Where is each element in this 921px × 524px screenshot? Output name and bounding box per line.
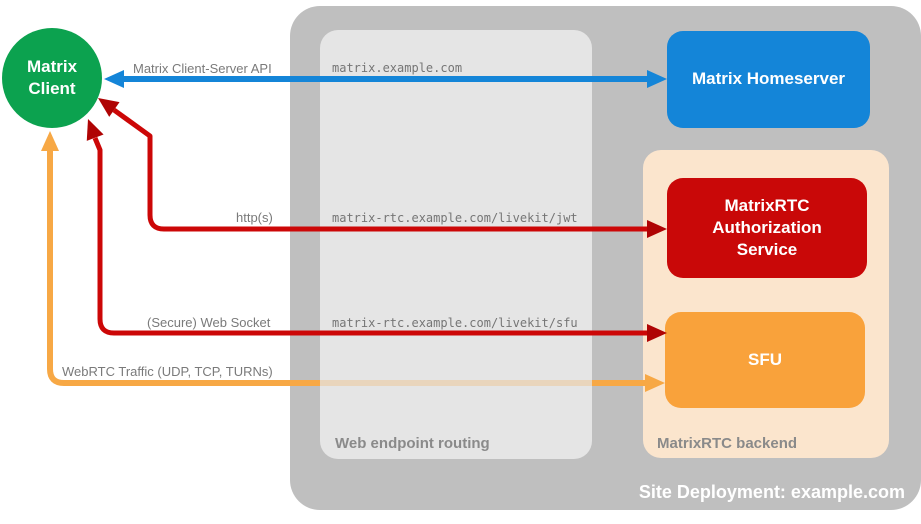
matrix-homeserver-node: Matrix Homeserver [667,31,870,128]
sfu-label: SFU [748,349,782,369]
endpoint-livekit-sfu: matrix-rtc.example.com/livekit/sfu [332,316,578,330]
matrixrtc-authorization-service-node: MatrixRTC Authorization Service [667,178,867,278]
matrixrtc-backend-caption: MatrixRTC backend [657,435,798,452]
webrtc-traffic-arrow-label: WebRTC Traffic (UDP, TCP, TURNs) [62,364,273,379]
site-deployment-caption: Site Deployment: example.com [638,482,905,502]
websocket-arrow-label: (Secure) Web Socket [147,315,271,330]
matrixrtc-authorization-service-label: MatrixRTC Authorization Service [712,195,822,260]
web-endpoint-routing-box [320,30,592,459]
endpoint-livekit-jwt: matrix-rtc.example.com/livekit/jwt [332,211,578,225]
sfu-node: SFU [665,312,865,408]
matrix-client-node: Matrix Client [2,28,102,128]
matrix-homeserver-label: Matrix Homeserver [691,69,846,89]
client-server-api-arrow-label: Matrix Client-Server API [133,61,272,76]
web-endpoint-routing-caption: Web endpoint routing [335,435,490,452]
endpoint-matrix-example-com: matrix.example.com [332,61,463,75]
https-arrow-label: http(s) [236,210,273,225]
matrix-client-label: Matrix Client [26,56,78,98]
